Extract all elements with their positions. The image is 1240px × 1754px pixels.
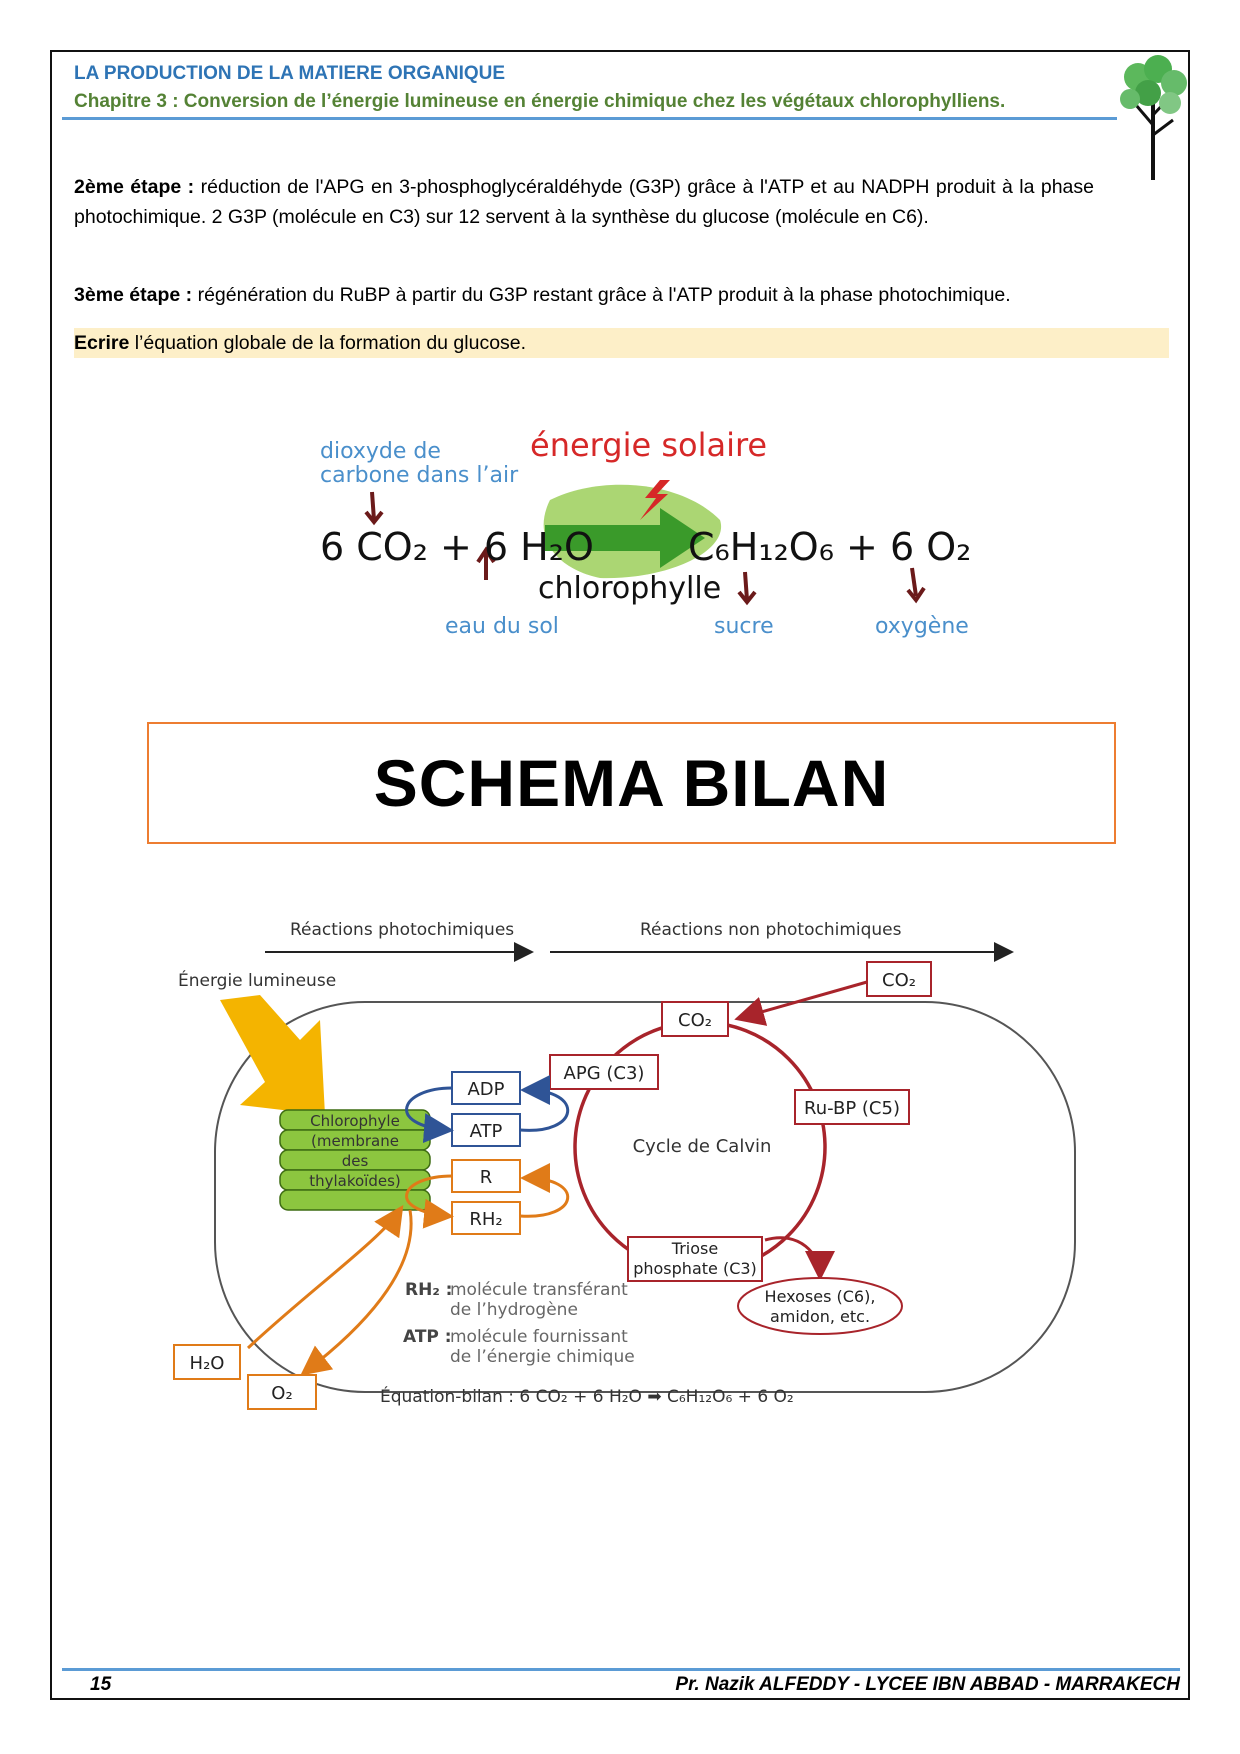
nonphotochemical-label: Réactions non photochimiques [640,920,902,940]
chapter-title: Chapitre 3 : Conversion de l’énergie lum… [74,91,1006,112]
chloro-line-4: thylakoïdes) [309,1172,401,1190]
co2-inside-box [661,1001,729,1037]
adp-to-atp-arrow [405,1086,454,1144]
equation-rhs: C₆H₁₂O₆ + 6 O₂ [688,525,971,569]
step2-paragraph: 2ème étape : réduction de l'APG en 3-pho… [74,172,1094,232]
adp-label: ADP [467,1079,504,1100]
tree-logo [1120,55,1187,180]
co2-outside-label: CO₂ [882,970,916,991]
triose-label-line1: Triose [671,1239,718,1258]
legend-rh2-line1: molécule transférant [450,1280,628,1300]
r-label: R [480,1167,493,1188]
step2-label: 2ème étape : [74,176,195,198]
co2-label-line1: dioxyde de [320,439,441,464]
task-text: l’équation globale de la formation du gl… [129,332,527,354]
calvin-cycle-label: Cycle de Calvin [633,1136,772,1157]
water-arrow-icon [476,546,496,580]
water-label: eau du sol [445,614,559,639]
energy-label: énergie solaire [530,426,767,464]
triose-box [627,1236,763,1282]
chlorophyll-label: chlorophylle [538,571,721,606]
light-energy-arrow [220,995,325,1115]
light-energy-label: Énergie lumineuse [178,969,336,991]
o2-box [247,1374,317,1410]
step3-text: régénération du RuBP à partir du G3P res… [192,284,1011,306]
oxygen-release-arrow [300,1209,413,1376]
page-border [50,50,1190,1700]
thylakoid-stack [279,1109,431,1211]
rubp-box [794,1089,910,1125]
co2-entry-arrow [734,980,868,1026]
water-uptake-arrow [246,1205,404,1350]
oxygen-label: oxygène [875,614,969,639]
task-instruction: Ecrire l’équation globale de la formatio… [74,328,1169,358]
o2-label: O₂ [271,1383,292,1404]
header-rule [62,117,1117,120]
step3-paragraph: 3ème étape : régénération du RuBP à part… [74,280,1094,310]
task-label: Ecrire [74,332,130,354]
equation-bilan: Équation-bilan : 6 CO₂ + 6 H₂O ➡ C₆H₁₂O₆… [380,1385,794,1407]
bilan-title: SCHEMA BILAN [373,746,890,820]
legend-rh2-line2: de l’hydrogène [450,1300,578,1320]
chloroplast-outline [214,1001,1076,1393]
step3-label: 3ème étape : [74,284,193,306]
rubp-label: Ru-BP (C5) [804,1098,900,1119]
legend-atp-line2: de l’énergie chimique [450,1347,635,1367]
triose-label-line2: phosphate (C3) [633,1259,757,1278]
sugar-arrow-icon [737,571,757,606]
co2-arrow-icon [364,491,384,526]
hexoses-label-line2: amidon, etc. [770,1307,870,1326]
chloro-line-3: des [342,1152,369,1170]
apg-box [549,1054,659,1090]
rh2-to-r-arrow [519,1163,570,1218]
sugar-label: sucre [714,614,774,639]
apg-label: APG (C3) [564,1063,645,1084]
schema-bilan-diagram: Réactions photochimiques Réactions non p… [173,920,1076,1410]
step2-text: réduction de l'APG en 3-phosphoglycérald… [74,176,1094,228]
page-number: 15 [90,1674,112,1695]
legend-atp-line1: molécule fournissant [450,1327,628,1347]
chloro-line-2: (membrane [311,1132,399,1150]
chloro-line-1: Chlorophyle [310,1112,400,1130]
hexoses-ellipse [737,1277,903,1335]
footer-author: Pr. Nazik ALFEDDY - LYCEE IBN ABBAD - MA… [675,1674,1180,1695]
photosynthesis-equation-figure: dioxyde de carbone dans l’air énergie so… [320,426,971,639]
hexoses-label-line1: Hexoses (C6), [765,1287,876,1306]
r-to-rh2-arrow [405,1174,454,1229]
course-title: LA PRODUCTION DE LA MATIERE ORGANIQUE [74,63,506,84]
oxygen-arrow-icon [906,567,926,604]
h2o-label: H₂O [190,1353,225,1374]
photochemical-label: Réactions photochimiques [290,920,514,940]
equation-lhs: 6 CO₂ + 6 H₂O [320,525,594,569]
footer-rule [62,1668,1180,1671]
co2-label-line2: carbone dans l’air [320,463,519,488]
co2-inside-label: CO₂ [678,1010,712,1031]
atp-label: ATP [470,1121,503,1142]
bilan-title-box: SCHEMA BILAN [147,722,1116,844]
h2o-box [173,1344,241,1380]
legend-atp-key: ATP : [403,1327,452,1347]
lightning-icon [640,480,670,520]
hexoses-arrow [764,1236,835,1281]
rh2-label: RH₂ [469,1209,502,1230]
atp-to-adp-arrow [519,1075,570,1132]
legend-rh2-key: RH₂ : [405,1280,452,1300]
co2-outside-box [866,961,932,997]
reaction-arrow [545,508,705,568]
